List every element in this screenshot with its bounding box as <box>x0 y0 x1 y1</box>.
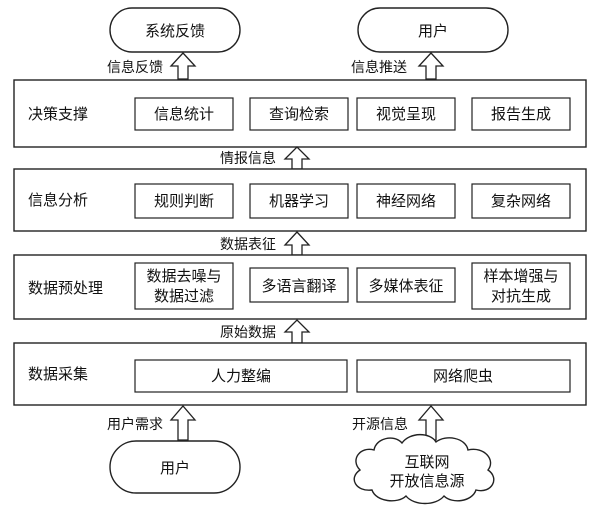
preprocess-item-2: 多语言翻译 <box>261 277 336 295</box>
collection-item-1: 人力整编 <box>211 367 271 385</box>
top-user-node: 用户 <box>357 7 509 53</box>
bottom-user-node-label: 用户 <box>160 459 190 477</box>
preprocess-item-1-line2: 数据过滤 <box>154 287 214 305</box>
analysis-item-3: 神经网络 <box>376 192 436 210</box>
analysis-item-4: 复杂网络 <box>491 192 551 210</box>
decision-item-4: 报告生成 <box>491 105 551 123</box>
collection-item-2: 网络爬虫 <box>433 367 493 385</box>
intel-label: 情报信息 <box>220 150 276 167</box>
bottom-user-node: 用户 <box>109 440 241 494</box>
feedback-up-arrow <box>169 52 197 80</box>
decision-item-1: 信息统计 <box>154 105 214 123</box>
internet-cloud-node: 互联网 开放信息源 <box>353 433 495 505</box>
top-user-node-label: 用户 <box>418 22 448 40</box>
features-up-arrow <box>283 231 311 256</box>
feedback-node-label: 系统反馈 <box>145 22 205 40</box>
preprocess-item-1-line1: 数据去噪与 <box>146 267 221 285</box>
layer-analysis: 信息分析 规则判断 机器学习 神经网络 复杂网络 <box>13 168 587 232</box>
user-need-up-arrow <box>169 405 197 441</box>
internet-node-line2: 开放信息源 <box>389 472 464 490</box>
layer-preprocess-title: 数据预处理 <box>28 279 103 297</box>
push-arrow-label: 信息推送 <box>351 59 407 76</box>
analysis-item-1: 规则判断 <box>154 192 214 210</box>
raw-up-arrow <box>283 319 311 344</box>
opensource-up-arrow <box>417 405 445 441</box>
push-up-arrow <box>417 52 445 80</box>
user-need-label: 用户需求 <box>107 416 163 433</box>
layer-decision-support: 决策支撑 信息统计 查询检索 视觉呈现 报告生成 <box>13 79 587 148</box>
preprocess-item-4-line1: 样本增强与 <box>483 267 558 285</box>
decision-item-2: 查询检索 <box>269 105 329 123</box>
layer-analysis-title: 信息分析 <box>28 191 88 209</box>
preprocess-item-4-line2: 对抗生成 <box>491 287 551 305</box>
layer-collection: 数据采集 人力整编 网络爬虫 <box>13 342 587 406</box>
preprocess-item-3: 多媒体表征 <box>368 277 443 295</box>
layer-preprocessing: 数据预处理 数据去噪与 数据过滤 多语言翻译 多媒体表征 样本增强与 对抗生成 <box>13 254 587 320</box>
feedback-node: 系统反馈 <box>109 7 241 53</box>
raw-label: 原始数据 <box>220 325 276 341</box>
cloud-icon <box>353 433 495 505</box>
analysis-item-2: 机器学习 <box>269 192 329 210</box>
decision-item-3: 视觉呈现 <box>376 105 436 123</box>
internet-node-line1: 互联网 <box>404 453 449 471</box>
intel-up-arrow <box>283 146 311 170</box>
feedback-arrow-label: 信息反馈 <box>107 59 163 76</box>
layer-collection-title: 数据采集 <box>28 365 88 383</box>
opensource-label: 开源信息 <box>352 416 408 433</box>
features-label: 数据表征 <box>220 237 276 253</box>
layer-decision-title: 决策支撑 <box>28 105 88 123</box>
